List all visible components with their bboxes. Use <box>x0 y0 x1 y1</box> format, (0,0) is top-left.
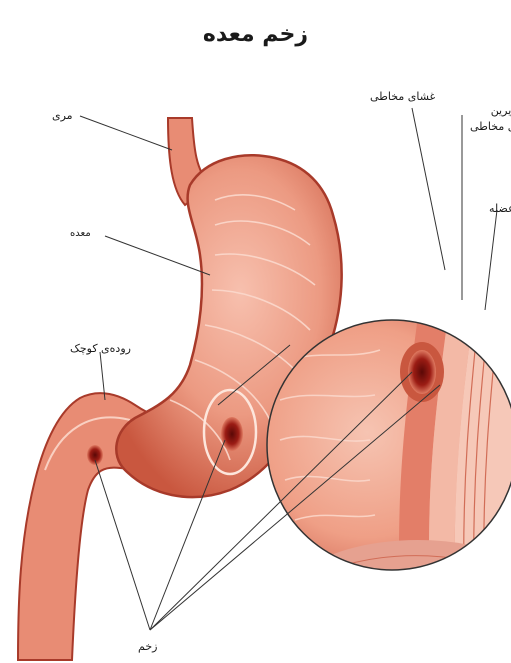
label-small-intestine: روده‌ی کوچک <box>70 342 131 355</box>
intestine-ulcer <box>87 445 103 465</box>
label-mucosa: غشای مخاطی <box>370 90 435 103</box>
label-submucosa-line1: لایه زیرین <box>470 103 511 119</box>
stomach-ulcer <box>221 417 243 451</box>
label-ulcer: زخم <box>138 640 157 653</box>
label-muscle: عضله <box>489 202 511 215</box>
diagram-title: زخم معده <box>0 22 511 47</box>
label-submucosa-line2: غشای مخاطی <box>470 119 511 135</box>
label-esophagus: مری <box>52 109 73 122</box>
magnified-ulcer <box>408 350 436 394</box>
label-stomach: معده <box>70 228 91 239</box>
label-submucosa: لایه زیرین غشای مخاطی <box>470 103 511 135</box>
